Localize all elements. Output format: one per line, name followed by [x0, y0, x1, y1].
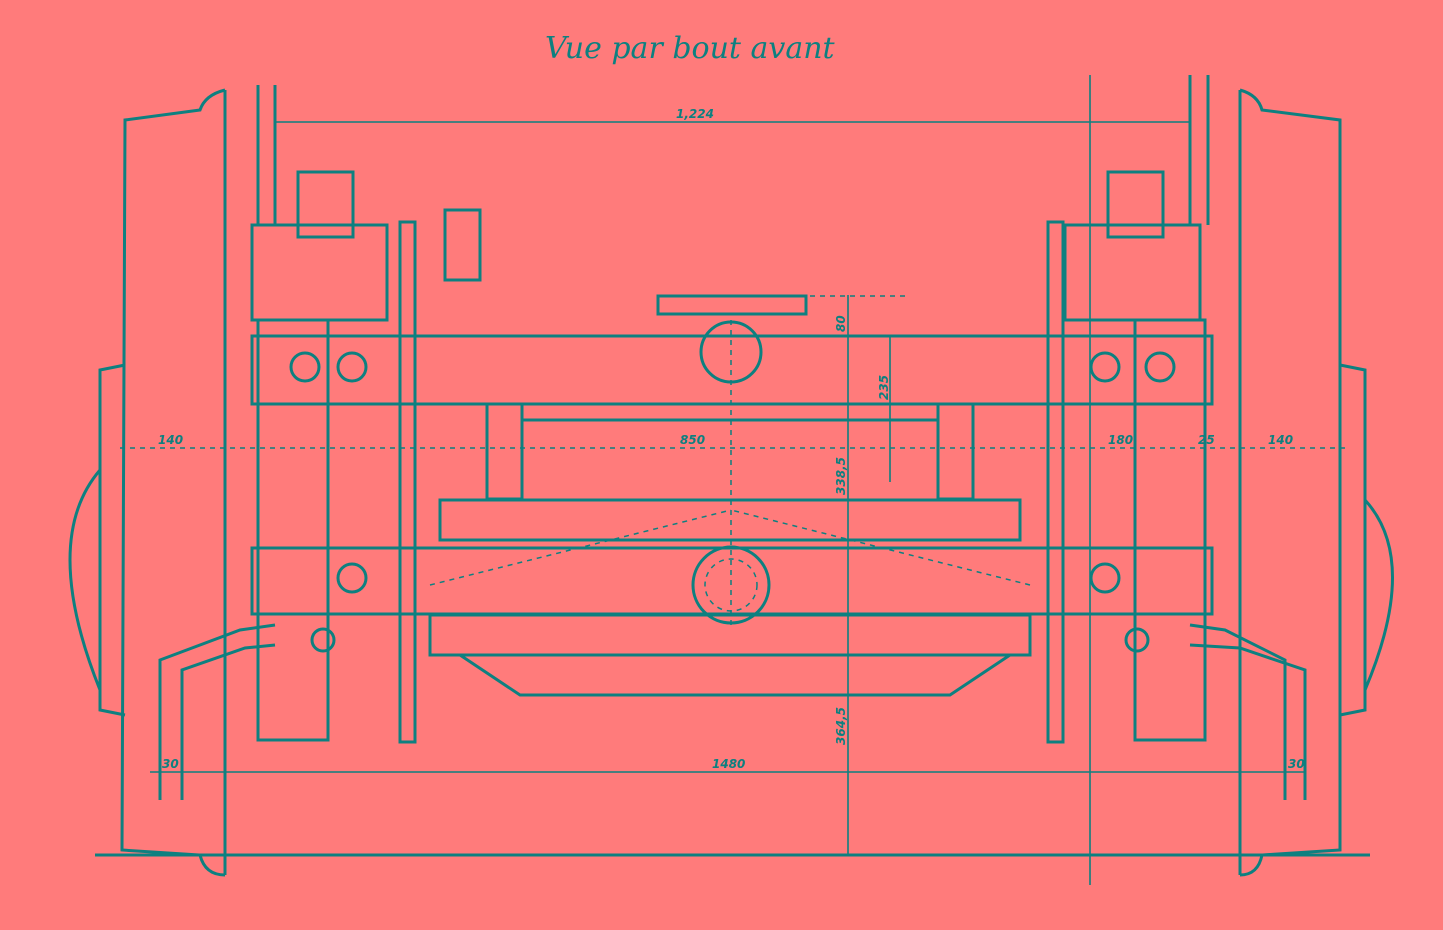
upper-beam [250, 334, 1214, 406]
dim-338: 338,5 [834, 457, 848, 495]
lower-crossbar [428, 613, 1032, 657]
lower-beam [250, 546, 1214, 616]
dim-left-30: 30 [162, 757, 179, 771]
right-wheel [1238, 88, 1394, 877]
dim-235: 235 [877, 375, 891, 400]
dim-right-30: 30 [1288, 757, 1305, 771]
dim-80: 80 [834, 315, 848, 332]
left-wheel [68, 88, 227, 877]
bolts [289, 351, 1176, 653]
dim-1480: 1480 [712, 757, 745, 771]
left-axlebox [250, 170, 482, 744]
dim-right-140: 140 [1268, 433, 1293, 447]
left-hook [158, 623, 276, 800]
drawing-title: Vue par bout avant [545, 31, 836, 66]
dim-364: 364,5 [834, 707, 848, 745]
center-plate [656, 294, 808, 316]
dim-180: 180 [1108, 433, 1133, 447]
dim-850: 850 [680, 433, 705, 447]
right-hook [1189, 623, 1307, 800]
dim-gauge: 1,224 [676, 107, 714, 121]
dim-left-140: 140 [158, 433, 183, 447]
right-axlebox [1046, 170, 1207, 744]
dim-25: 25 [1198, 433, 1215, 447]
dimension-lines [95, 121, 1370, 857]
middle-crossbar [438, 498, 1022, 542]
